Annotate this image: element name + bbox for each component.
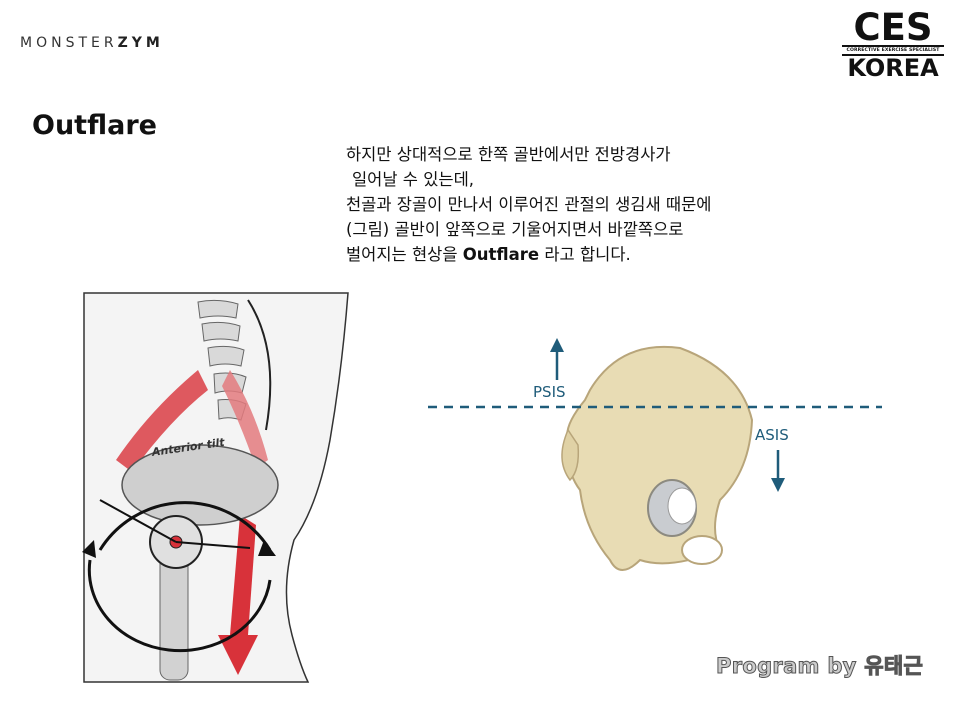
paragraph-line: 벌어지는 현상을 Outflare 라고 합니다. bbox=[346, 242, 846, 267]
anterior-tilt-illustration: Anterior tilt bbox=[82, 292, 349, 683]
pelvis-bone-figure: PSIS ASIS bbox=[428, 338, 882, 571]
ces-korea-logo: CES CORRECTIVE EXERCISE SPECIALIST KOREA bbox=[838, 6, 948, 82]
rotation-arrowhead-icon bbox=[258, 540, 276, 556]
ces-country: KOREA bbox=[847, 54, 939, 82]
ces-tagline: CORRECTIVE EXERCISE SPECIALIST bbox=[842, 45, 944, 56]
psis-label: PSIS bbox=[533, 383, 566, 401]
hip-bone bbox=[566, 346, 754, 571]
hamstring-muscle bbox=[230, 515, 256, 635]
brand-text-right: ZYM bbox=[117, 35, 164, 51]
outflare-term: Outflare bbox=[462, 245, 540, 264]
paragraph-line: 일어날 수 있는데, bbox=[352, 170, 474, 189]
pelvis-bone bbox=[121, 444, 279, 526]
slide-title: Outflare bbox=[32, 110, 157, 141]
rotation-arrowhead-icon bbox=[82, 540, 96, 558]
paragraph-line: 천골과 장골이 만나서 이루어진 관절의 생김새 때문에 bbox=[346, 195, 712, 214]
line-suffix: 라고 합니다. bbox=[539, 245, 631, 264]
slide-paragraph: 하지만 상대적으로 한쪽 골반에서만 전방경사가 일어날 수 있는데, 천골과 … bbox=[346, 142, 846, 267]
paragraph-line: (그림) 골반이 앞쪽으로 기울어지면서 바깥쪽으로 bbox=[346, 220, 684, 239]
paragraph-line: 하지만 상대적으로 한쪽 골반에서만 전방경사가 bbox=[346, 145, 671, 164]
hip-flexor-muscle bbox=[116, 370, 208, 472]
down-arrow-icon bbox=[218, 635, 258, 675]
asis-label: ASIS bbox=[755, 426, 789, 444]
line-prefix: 벌어지는 현상을 bbox=[346, 245, 463, 264]
program-credit: Program by 유태근 bbox=[715, 654, 924, 679]
brand-text-left: MONSTER bbox=[20, 35, 118, 51]
monsterzym-logo: MONSTERZYM bbox=[20, 35, 164, 51]
back-extensor-muscle bbox=[222, 370, 268, 468]
ces-logo-text: CES bbox=[853, 6, 933, 49]
